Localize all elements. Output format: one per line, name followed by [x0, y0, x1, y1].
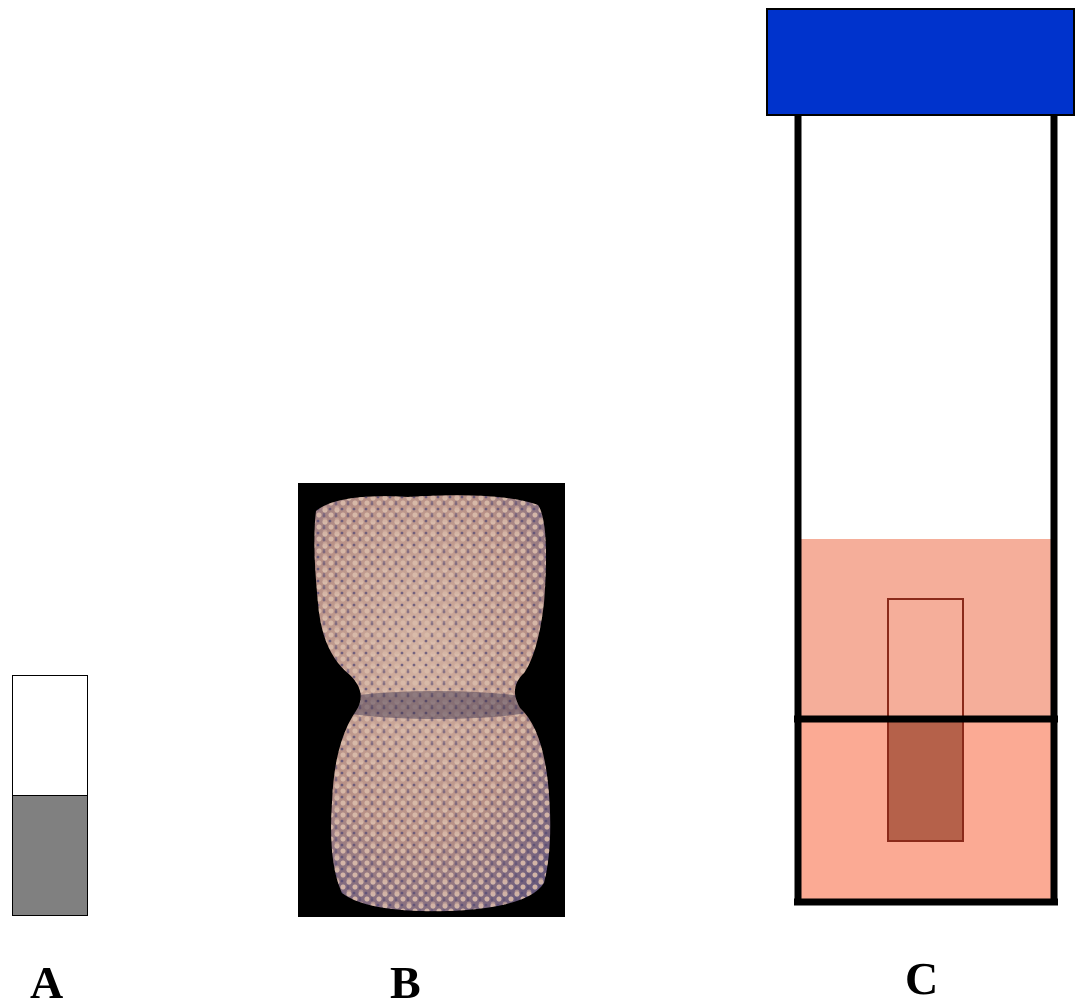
sponge-body: [314, 495, 551, 912]
panel-a-container: [12, 675, 88, 916]
panel-a-fill: [13, 795, 87, 915]
inner-sample-submerged: [887, 720, 964, 842]
tube-cap: [766, 8, 1075, 116]
panel-c-tube: [766, 8, 1075, 908]
liquid-upper: [798, 539, 1053, 719]
panel-label-c: C: [905, 953, 939, 1004]
panel-b-photo: [298, 483, 565, 917]
sponge-scaffold-image: [314, 495, 551, 912]
tube-diagram: [766, 8, 1075, 906]
panel-label-a: A: [30, 957, 64, 1008]
panel-label-b: B: [390, 957, 421, 1008]
